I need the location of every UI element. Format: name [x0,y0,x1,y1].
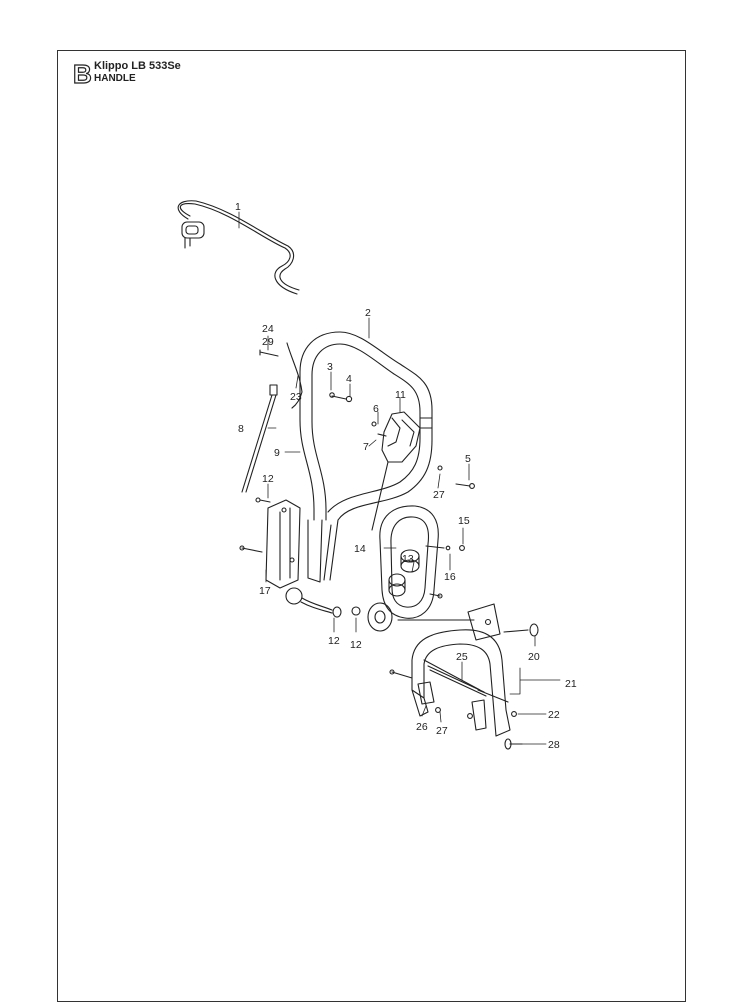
callout-27-right: 27 [433,489,445,501]
callout-4: 4 [346,373,352,385]
callout-20: 20 [528,651,540,663]
callout-7: 7 [363,441,369,453]
part-21-lower-frame [397,603,511,737]
callout-12-top: 12 [262,473,274,485]
callout-5: 5 [465,453,471,465]
callout-3: 3 [327,361,333,373]
callout-9: 9 [274,447,280,459]
part-8-cable [241,384,278,493]
callout-numbers: 1 2 3 4 5 6 7 8 9 11 12 12 12 13 14 15 1… [235,201,577,751]
callout-16: 16 [444,571,456,583]
part-22-cable-tie [286,342,303,409]
callout-26: 26 [416,721,428,733]
part-24-rod [427,665,487,697]
callout-23: 23 [290,391,302,403]
part-2-upper-handle [299,331,433,583]
callout-6: 6 [373,403,379,415]
callout-21: 21 [565,678,577,690]
model-name: Klippo LB 533Se [94,60,181,72]
callout-24: 24 [262,323,274,335]
part-13-knob [285,587,361,618]
callout-11: 11 [395,389,406,401]
callout-17: 17 [259,585,271,597]
fasteners [239,349,539,750]
callout-1: 1 [235,201,241,213]
part-14-lower-handle [367,505,445,632]
callout-22: 22 [548,709,560,721]
callout-2: 2 [365,307,371,319]
section-letter: B [72,59,92,89]
section-title: HANDLE [94,73,136,84]
callout-28: 28 [548,739,560,751]
callout-15: 15 [458,515,470,527]
callout-13: 13 [402,553,414,565]
callout-12-right: 12 [350,639,362,651]
callout-12-mid: 12 [328,635,340,647]
callout-8: 8 [238,423,244,435]
part-1-control-cable [177,200,300,295]
part-10-bracket [265,499,301,589]
callout-25: 25 [456,651,468,663]
callout-leaders [238,211,561,745]
callout-29: 29 [262,336,274,348]
callout-27-bottom: 27 [436,725,448,737]
page-frame [57,50,686,1002]
callout-14: 14 [354,543,366,555]
part-11-control-lever [371,411,421,531]
